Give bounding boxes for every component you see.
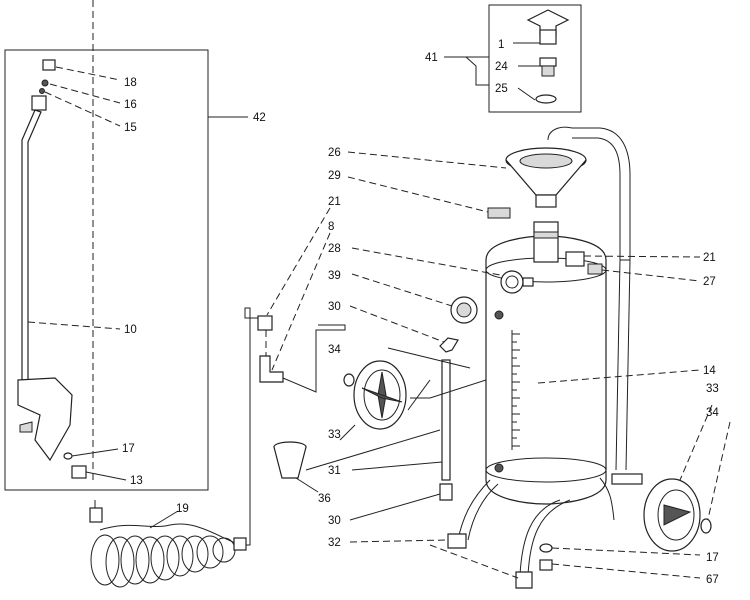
elbow-part-30-top [439,337,459,353]
elbow-part-8 [259,355,284,383]
cap-detail-box [488,4,582,113]
callout-1: 1 [498,39,504,51]
wheel-part-33-right [643,478,701,552]
callout-15: 15 [124,122,137,134]
washer-part-34-right [700,518,712,534]
callout-34-right: 34 [706,407,719,419]
callout-21-right: 21 [703,252,716,264]
callout-17-right: 17 [706,552,719,564]
callout-17-left: 17 [122,443,135,455]
callout-30-bottom: 30 [328,515,341,527]
valve-part-29 [487,207,511,219]
callout-34-left: 34 [328,344,341,356]
callout-33-right: 33 [706,383,719,395]
sight-tube-part-31 [441,359,451,481]
callout-27: 27 [703,276,716,288]
spray-gun-trigger [17,377,73,462]
callout-29: 29 [328,170,341,182]
callout-8: 8 [328,221,334,233]
tank-body-part-14 [485,126,631,505]
wheel-part-33-left [353,360,407,430]
cap-part-1 [526,9,570,45]
gauge-part-28 [500,270,534,294]
callout-24: 24 [495,61,508,73]
fitting-part-67 [539,559,553,571]
cap-part-39 [450,296,478,324]
callout-16: 16 [124,99,137,111]
callout-26: 26 [328,147,341,159]
level-scale-marks [511,330,520,450]
callout-25: 25 [495,83,508,95]
nozzle-part-15 [39,88,45,94]
callout-30-top: 30 [328,301,341,313]
washer-part-34-left [343,373,355,387]
elbow-part-30-bottom [439,483,453,501]
fitting-part-21-right [565,251,585,267]
foot-part-32-right [515,571,533,589]
callout-18: 18 [124,77,137,89]
callout-14: 14 [703,365,716,377]
coiled-hose-part-19 [89,500,247,588]
fitting-part-21-left [257,315,273,331]
callout-13: 13 [130,475,143,487]
o-ring-part-17 [63,452,73,460]
foot-part-32-left [447,533,467,549]
callout-31: 31 [328,465,341,477]
tip-part-18 [42,59,56,71]
callout-42: 42 [253,112,266,124]
funnel-part-26 [505,147,587,208]
callout-33-left: 33 [328,429,341,441]
o-ring-part-25 [535,94,557,104]
washer-part-16 [41,79,49,87]
callout-32: 32 [328,537,341,549]
callout-21-left: 21 [328,196,341,208]
callout-67: 67 [706,574,719,586]
connector-part-13 [71,465,87,479]
axle-right [611,473,643,485]
callout-10: 10 [124,324,137,336]
callout-36: 36 [318,493,331,505]
wand-detail-box [4,49,209,491]
fitting-part-24 [539,57,557,77]
callout-19: 19 [176,503,189,515]
wand-part-10 [21,95,47,381]
callout-28: 28 [328,243,341,255]
o-ring-part-17-bottom [539,543,553,553]
bucket-part-36 [273,441,307,479]
callout-41: 41 [425,52,438,64]
callout-39: 39 [328,270,341,282]
fitting-part-27 [587,263,603,275]
